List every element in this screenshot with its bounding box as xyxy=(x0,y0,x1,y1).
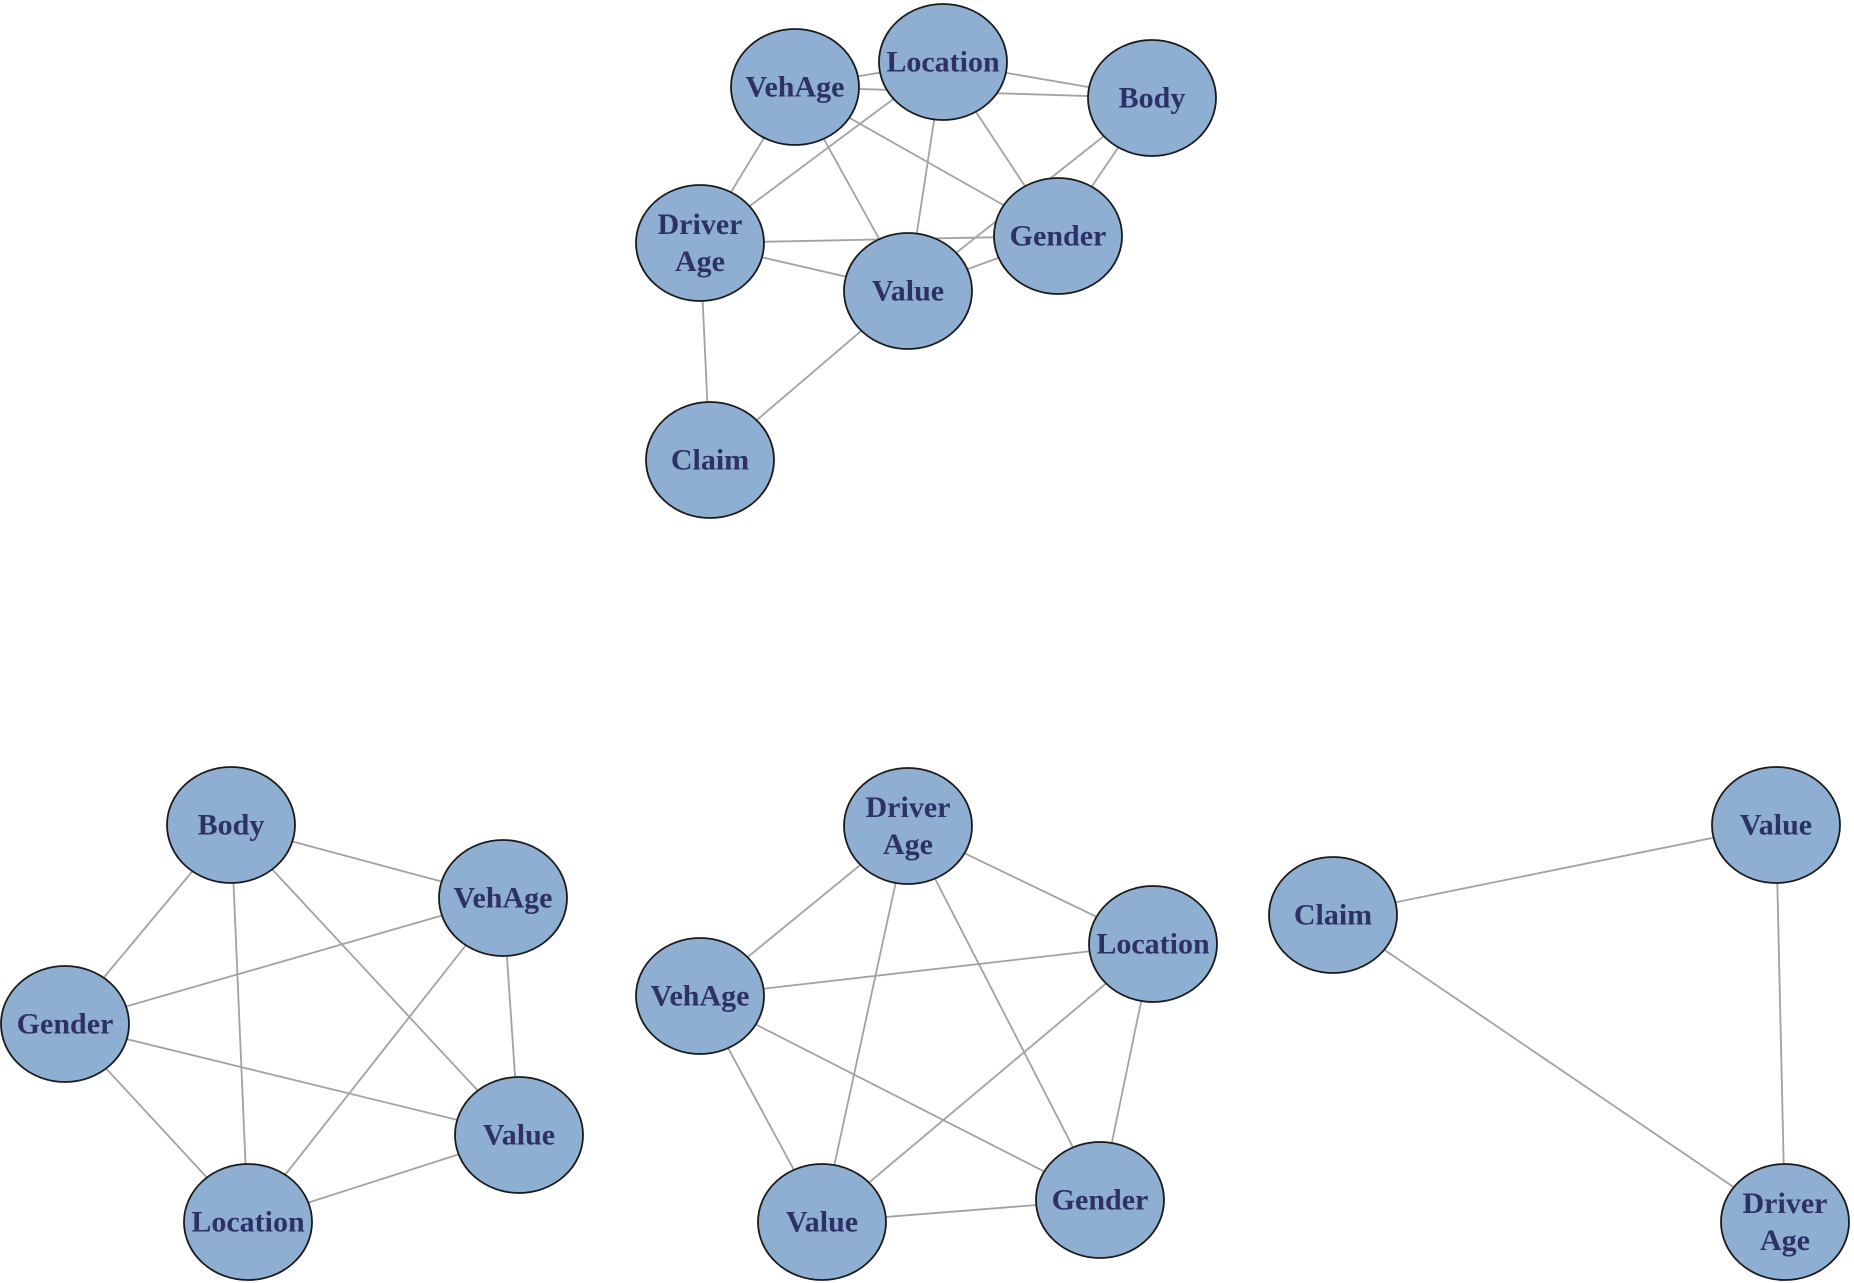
node-value: Value xyxy=(757,1163,887,1281)
node-label: Body xyxy=(1119,82,1186,115)
node-gender: Gender xyxy=(993,177,1123,295)
edge-location-value xyxy=(821,943,1154,1223)
node-circle xyxy=(730,28,860,146)
edge-vehage-gender xyxy=(699,995,1101,1201)
node-label: Driver xyxy=(1743,1187,1828,1220)
node-body: Body xyxy=(166,766,296,884)
node-value: Value xyxy=(843,232,973,350)
node-label: VehAge xyxy=(651,980,750,1013)
node-label: VehAge xyxy=(746,71,845,104)
node-claim: Claim xyxy=(1268,856,1398,974)
node-label: Value xyxy=(872,275,944,308)
node-label: Age xyxy=(675,245,725,278)
node-circle xyxy=(0,965,130,1083)
edge-driverage-gender xyxy=(907,825,1101,1201)
edge-value-driverage xyxy=(1775,824,1786,1223)
node-circle xyxy=(1088,885,1218,1003)
node-gender: Gender xyxy=(0,965,130,1083)
node-circle xyxy=(1711,766,1841,884)
node-circle xyxy=(438,839,568,957)
node-circle xyxy=(183,1163,313,1281)
node-circle xyxy=(1087,39,1217,157)
graph-bottom-right-edges xyxy=(1332,824,1786,1223)
edge-vehage-location xyxy=(247,897,504,1223)
node-circle xyxy=(635,184,765,302)
edge-vehage-gender xyxy=(64,897,504,1025)
node-vehage: VehAge xyxy=(438,839,568,957)
node-circle xyxy=(878,3,1008,121)
node-label: Age xyxy=(883,828,933,861)
node-label: Gender xyxy=(1010,220,1107,253)
node-label: Location xyxy=(886,46,1000,79)
node-circle xyxy=(757,1163,887,1281)
edge-body-location xyxy=(230,824,249,1223)
node-circle xyxy=(843,232,973,350)
node-circle xyxy=(843,767,973,885)
node-label: Value xyxy=(1740,809,1812,842)
edge-gender-value xyxy=(64,1023,520,1136)
node-label: Gender xyxy=(17,1008,114,1041)
node-label: Gender xyxy=(1052,1184,1149,1217)
node-value: Value xyxy=(454,1076,584,1194)
node-label: VehAge xyxy=(454,882,553,915)
node-label: Claim xyxy=(671,444,749,477)
node-gender: Gender xyxy=(1035,1141,1165,1259)
node-value: Value xyxy=(1711,766,1841,884)
edge-vehage-location xyxy=(699,943,1154,997)
node-vehage: VehAge xyxy=(635,937,765,1055)
node-label: Driver xyxy=(658,208,743,241)
node-circle xyxy=(166,766,296,884)
node-label: Location xyxy=(1096,928,1210,961)
node-label: Claim xyxy=(1294,899,1372,932)
node-circle xyxy=(1268,856,1398,974)
node-label: Body xyxy=(198,809,265,842)
node-circle xyxy=(993,177,1123,295)
node-circle xyxy=(635,937,765,1055)
edge-claim-driverage xyxy=(1332,914,1786,1223)
node-body: Body xyxy=(1087,39,1217,157)
node-vehage: VehAge xyxy=(730,28,860,146)
node-label: Value xyxy=(483,1119,555,1152)
edge-driverage-value xyxy=(821,825,909,1223)
node-circle xyxy=(454,1076,584,1194)
node-circle xyxy=(1035,1141,1165,1259)
node-label: Driver xyxy=(866,791,951,824)
node-location: Location xyxy=(878,3,1008,121)
node-label: Location xyxy=(191,1206,305,1239)
node-claim: Claim xyxy=(645,401,775,519)
node-location: Location xyxy=(183,1163,313,1281)
edge-claim-value xyxy=(1332,824,1777,916)
node-circle xyxy=(645,401,775,519)
node-location: Location xyxy=(1088,885,1218,1003)
edge-body-value xyxy=(230,824,520,1136)
node-label: Value xyxy=(786,1206,858,1239)
node-label: Age xyxy=(1760,1224,1810,1257)
node-circle xyxy=(1720,1163,1850,1281)
